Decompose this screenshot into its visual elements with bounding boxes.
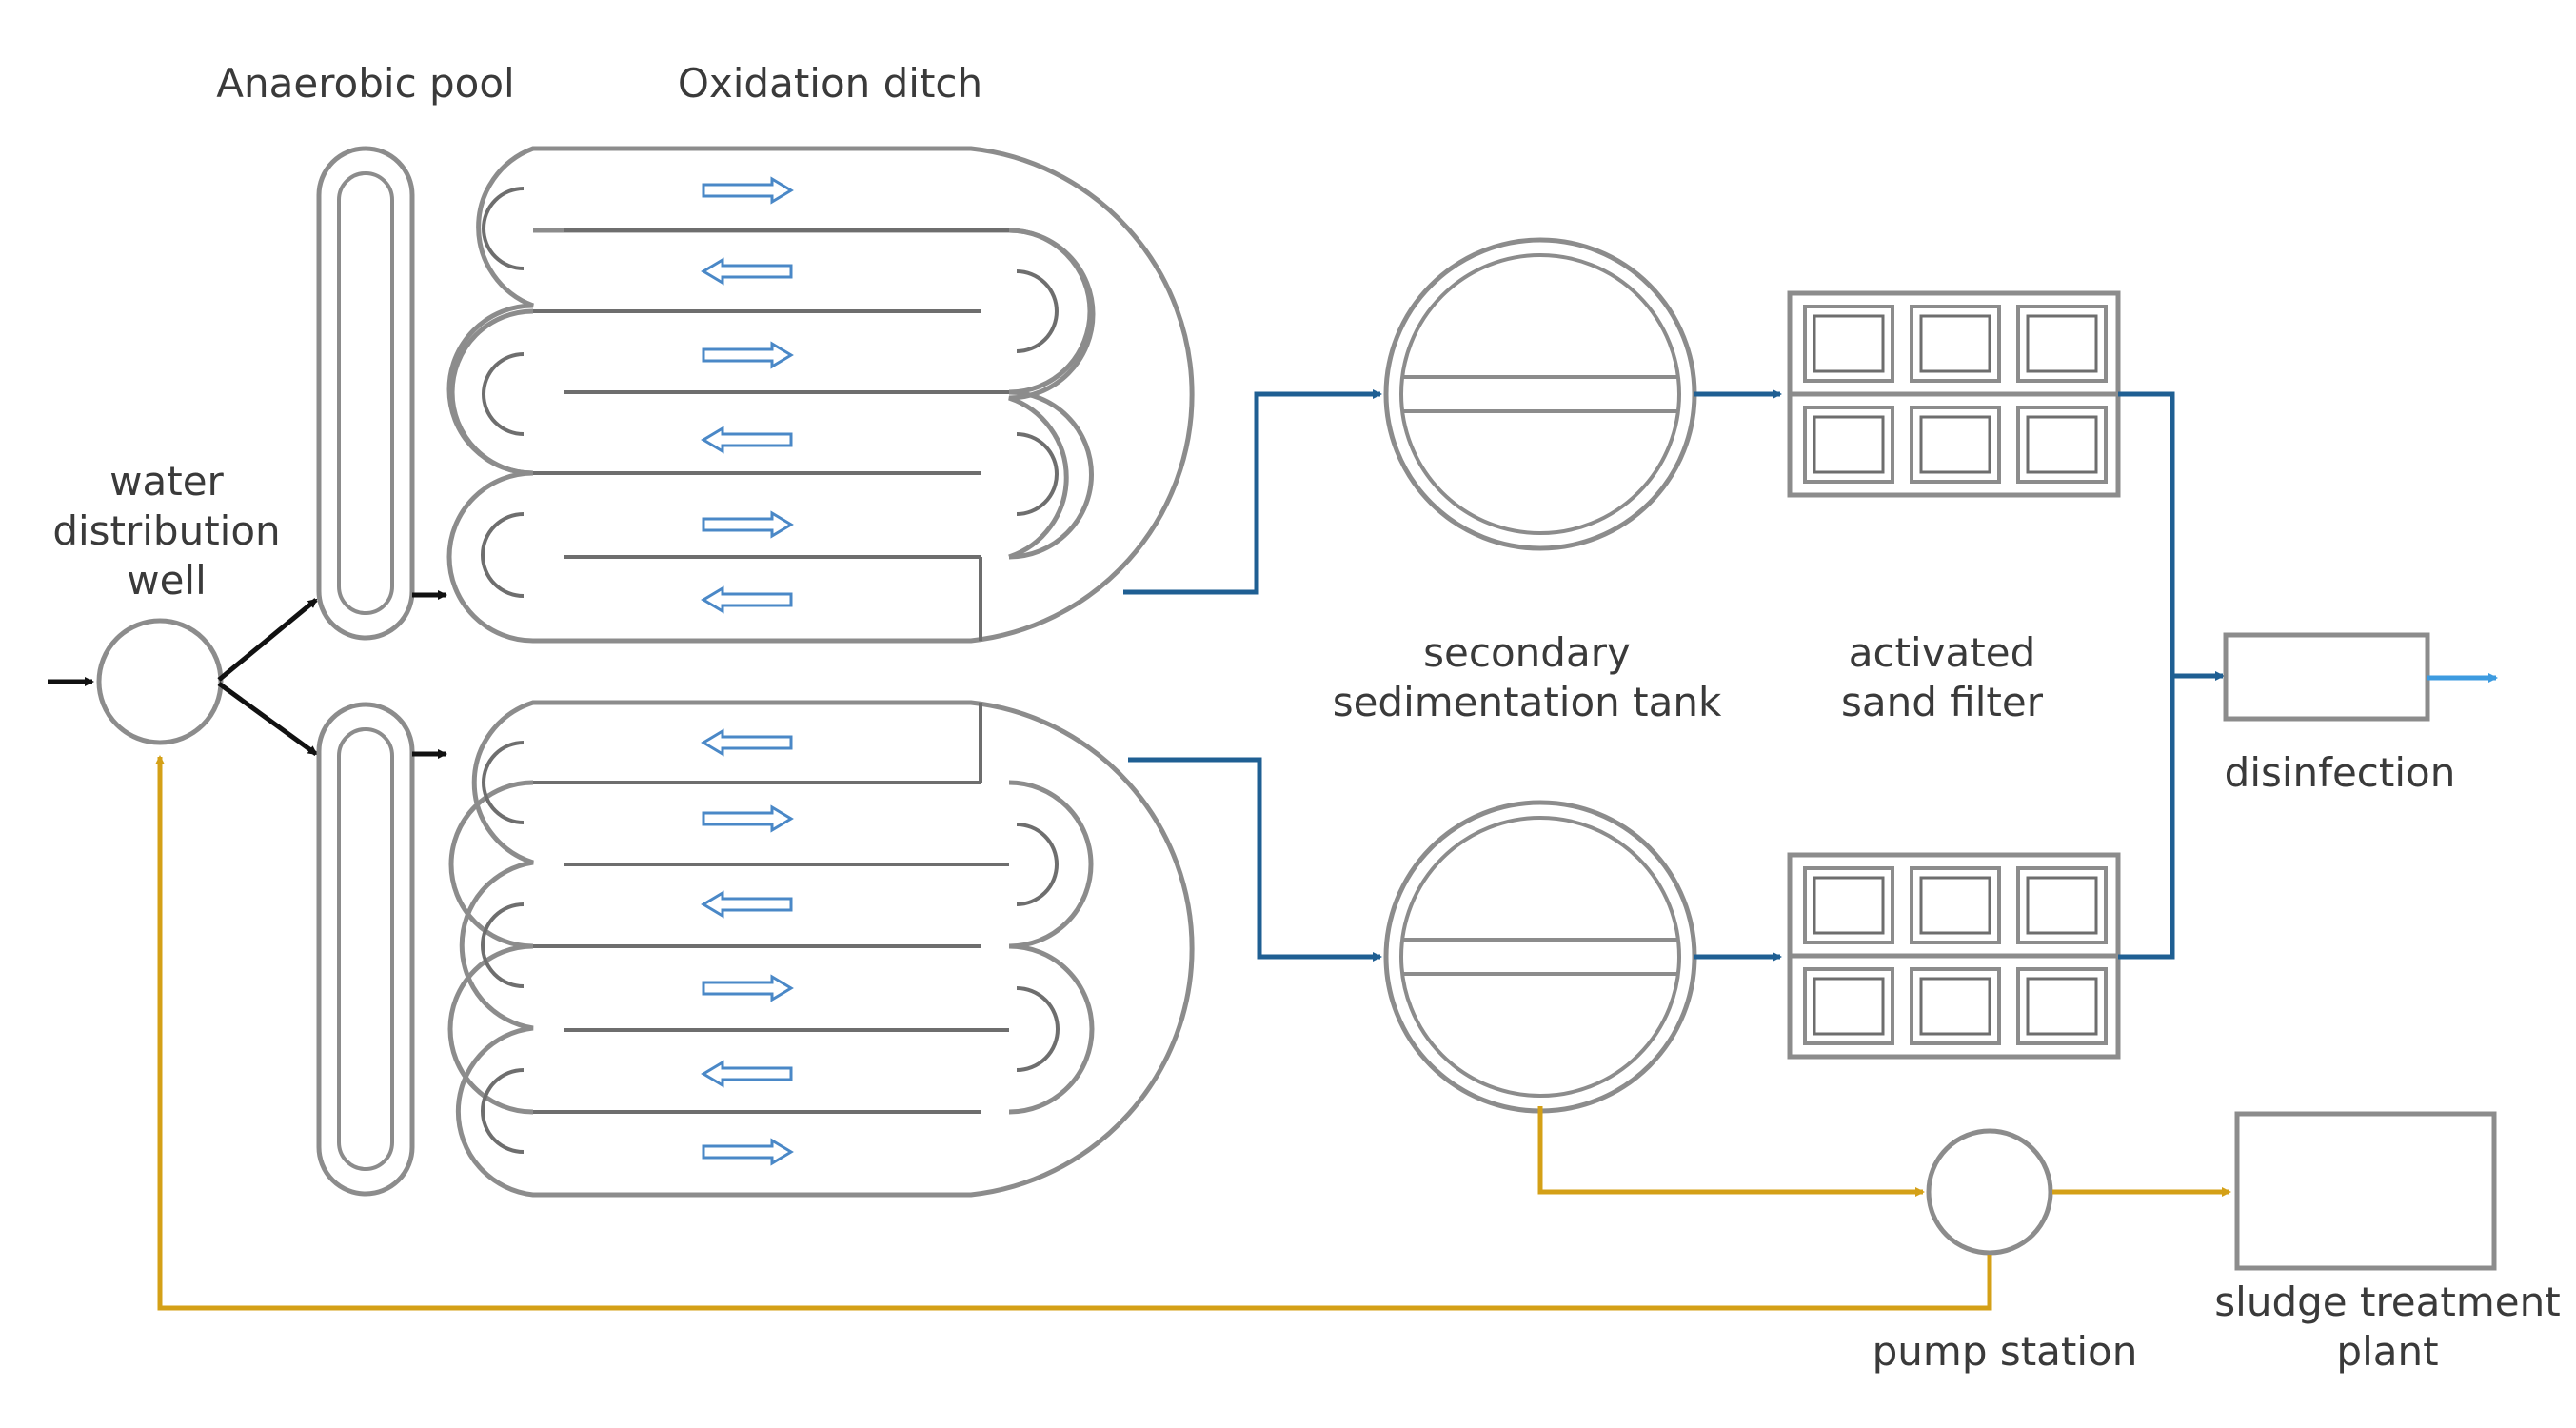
filter-cell xyxy=(1803,406,1894,484)
double-arrow-icon xyxy=(701,257,793,286)
filter-cell-inner xyxy=(1919,977,1991,1036)
activated-sand-filter-top xyxy=(1787,290,2121,498)
filter-cell-inner xyxy=(2026,415,2098,474)
secondary-sedimentation-tank-label: secondary sedimentation tank xyxy=(1333,628,1722,727)
double-arrow-icon xyxy=(701,426,793,454)
filter-cell xyxy=(1803,866,1894,944)
filter-top-to-disinfection-line xyxy=(2118,391,2225,681)
double-arrow-icon xyxy=(702,341,794,369)
filter-cell xyxy=(2016,967,2108,1045)
sludge-treatment-plant xyxy=(2234,1111,2497,1271)
well-split-arrows xyxy=(217,598,318,757)
sludge-treatment-plant-label: sludge treatment plant xyxy=(2214,1278,2560,1377)
double-arrow-icon xyxy=(701,890,793,919)
ditch-bottom-to-sed-bottom-line xyxy=(1128,757,1382,962)
anaerobic-pool-top xyxy=(316,146,415,641)
pump-station-label: pump station xyxy=(1872,1328,2138,1375)
water-distribution-well-label: water distribution well xyxy=(52,457,280,605)
filter-cell-inner xyxy=(1813,314,1885,373)
double-arrow-icon xyxy=(702,1138,794,1166)
filter-cell xyxy=(2016,305,2108,383)
pool-to-ditch-arrows xyxy=(412,590,447,759)
sedimentation-tank-bottom xyxy=(1383,800,1697,1114)
filter-cell-inner xyxy=(1919,314,1991,373)
filter-cell-inner xyxy=(1919,876,1991,935)
oxidation-ditch-label: Oxidation ditch xyxy=(677,60,983,107)
water-distribution-well xyxy=(96,618,224,745)
sed-label-line-1: secondary xyxy=(1423,629,1631,676)
sludge-to-pump-line xyxy=(1537,1106,1925,1197)
anaerobic-pool-bottom xyxy=(316,702,415,1197)
pump-station xyxy=(1926,1128,2053,1256)
filter-cell xyxy=(1910,967,2001,1045)
filter-cell-inner xyxy=(2026,876,2098,935)
filter-cell xyxy=(1803,967,1894,1045)
activated-sand-filter-bottom xyxy=(1787,852,2121,1060)
activated-sand-filter-label: activated sand filter xyxy=(1841,628,2043,727)
filter-label-line-2: sand filter xyxy=(1841,679,2043,725)
filter-cell-inner xyxy=(1919,415,1991,474)
double-arrow-icon xyxy=(702,804,794,833)
double-arrow-icon xyxy=(702,974,794,1002)
double-arrow-icon xyxy=(701,1060,793,1088)
filter-cell xyxy=(2016,866,2108,944)
filter-cell xyxy=(2016,406,2108,484)
well-label-line-1: water xyxy=(109,458,224,505)
filter-cell-inner xyxy=(2026,977,2098,1036)
filter-cell xyxy=(1910,406,2001,484)
filter-cell-inner xyxy=(1813,415,1885,474)
sedimentation-tank-top xyxy=(1383,237,1697,551)
oxidation-ditch-top xyxy=(446,146,1195,644)
filter-cell-inner xyxy=(2026,314,2098,373)
filter-cell xyxy=(1910,866,2001,944)
sludge-return-line xyxy=(155,755,1992,1311)
ditch-top-to-sed-top-line xyxy=(1123,389,1382,595)
filter-bottom-to-disinfection-line xyxy=(2118,676,2175,960)
double-arrow-icon xyxy=(702,176,794,205)
disinfection-label: disinfection xyxy=(2224,749,2456,796)
well-label-line-3: well xyxy=(127,557,207,604)
disinfection-tank xyxy=(2223,632,2430,722)
well-label-line-2: distribution xyxy=(52,507,281,554)
sludge-label-line-2: plant xyxy=(2336,1328,2439,1375)
double-arrow-icon xyxy=(701,728,793,757)
filter-cell-inner xyxy=(1813,876,1885,935)
oxidation-ditch-bottom xyxy=(447,700,1195,1198)
anaerobic-pool-label: Anaerobic pool xyxy=(216,60,515,107)
flow-direction-arrows xyxy=(701,176,794,1166)
double-arrow-icon xyxy=(702,510,794,539)
sludge-label-line-1: sludge treatment xyxy=(2214,1279,2561,1325)
double-arrow-icon xyxy=(701,585,793,614)
sed-label-line-2: sedimentation tank xyxy=(1332,679,1722,725)
filter-label-line-1: activated xyxy=(1848,629,2036,676)
filter-cell xyxy=(1803,305,1894,383)
filter-cell xyxy=(1910,305,2001,383)
filter-cell-inner xyxy=(1813,977,1885,1036)
